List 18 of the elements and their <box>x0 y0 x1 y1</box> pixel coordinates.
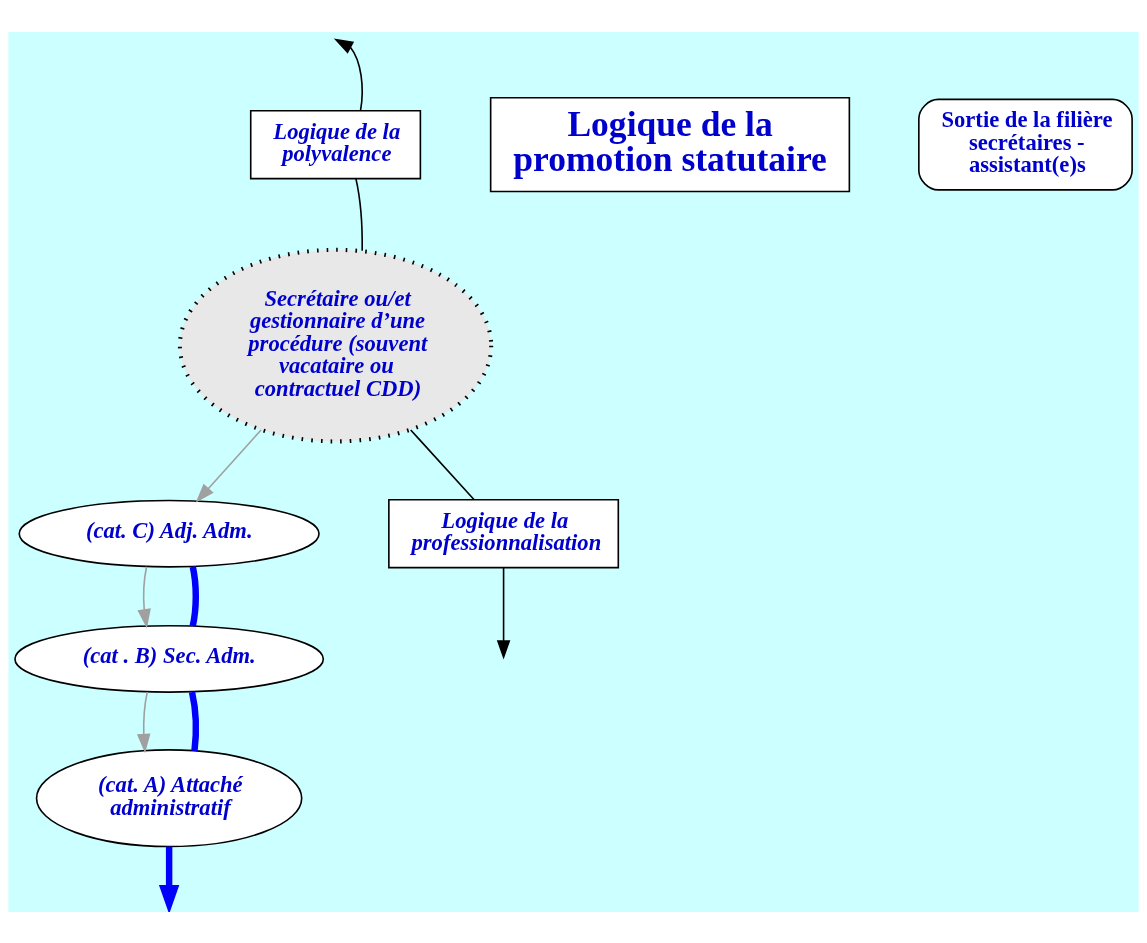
node-ellipse: (cat. C) Adj. Adm. <box>18 499 320 568</box>
arrow <box>158 846 180 912</box>
node-ellipse: (cat . B) Sec. Adm. <box>14 624 325 693</box>
node-box: Logique de la professionnalisation <box>388 498 620 568</box>
connector <box>188 690 199 751</box>
node-ellipse: (cat. A) Attaché administratif <box>35 748 303 847</box>
connector <box>189 565 199 627</box>
arrow <box>333 37 363 111</box>
node-box: Sortie de la filière secrétaires - assistant(e)s <box>918 98 1133 191</box>
node-box: Logique de la polyvalence <box>249 109 422 179</box>
node-ellipse: Secrétaire ou/et gestionnaire d’une procédure (souvent vacataire ou contractuel CDD) <box>177 247 494 443</box>
arrow <box>195 428 262 503</box>
connector <box>355 177 363 251</box>
arrow <box>137 565 151 628</box>
node-box: Logique de la promotion statutaire <box>489 96 851 192</box>
arrow <box>136 690 151 753</box>
connector <box>409 428 475 500</box>
arrow <box>496 566 511 660</box>
